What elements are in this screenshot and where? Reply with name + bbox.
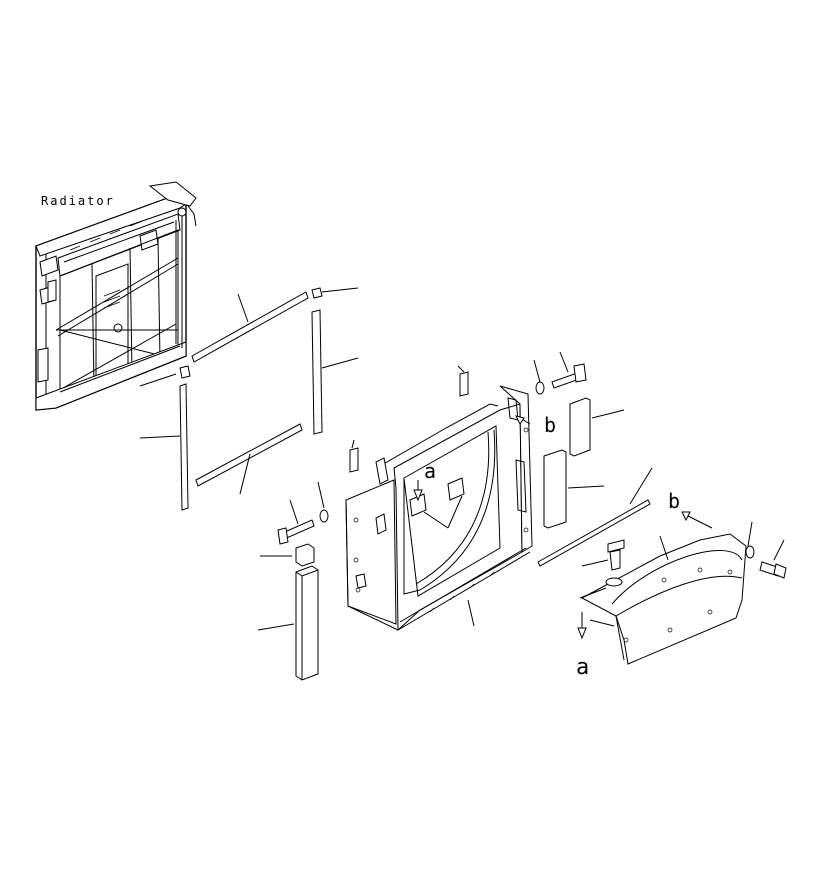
radiator-assembly (35, 181, 197, 411)
svg-text:a: a (576, 655, 589, 680)
marker-a-upper: a (413, 459, 436, 502)
right-fasteners (533, 351, 653, 567)
radiator-label: Radiator (41, 194, 115, 208)
fan-shroud (345, 365, 533, 632)
left-fasteners (257, 481, 329, 681)
svg-text:b: b (544, 413, 556, 437)
svg-text:a: a (424, 459, 436, 483)
svg-text:b: b (668, 489, 680, 513)
seal-strips (139, 287, 359, 511)
marker-b-upper: b (515, 413, 556, 437)
fan-guard (579, 521, 787, 665)
marker-a-lower: a (576, 612, 615, 680)
marker-b-lower: b (668, 489, 713, 529)
